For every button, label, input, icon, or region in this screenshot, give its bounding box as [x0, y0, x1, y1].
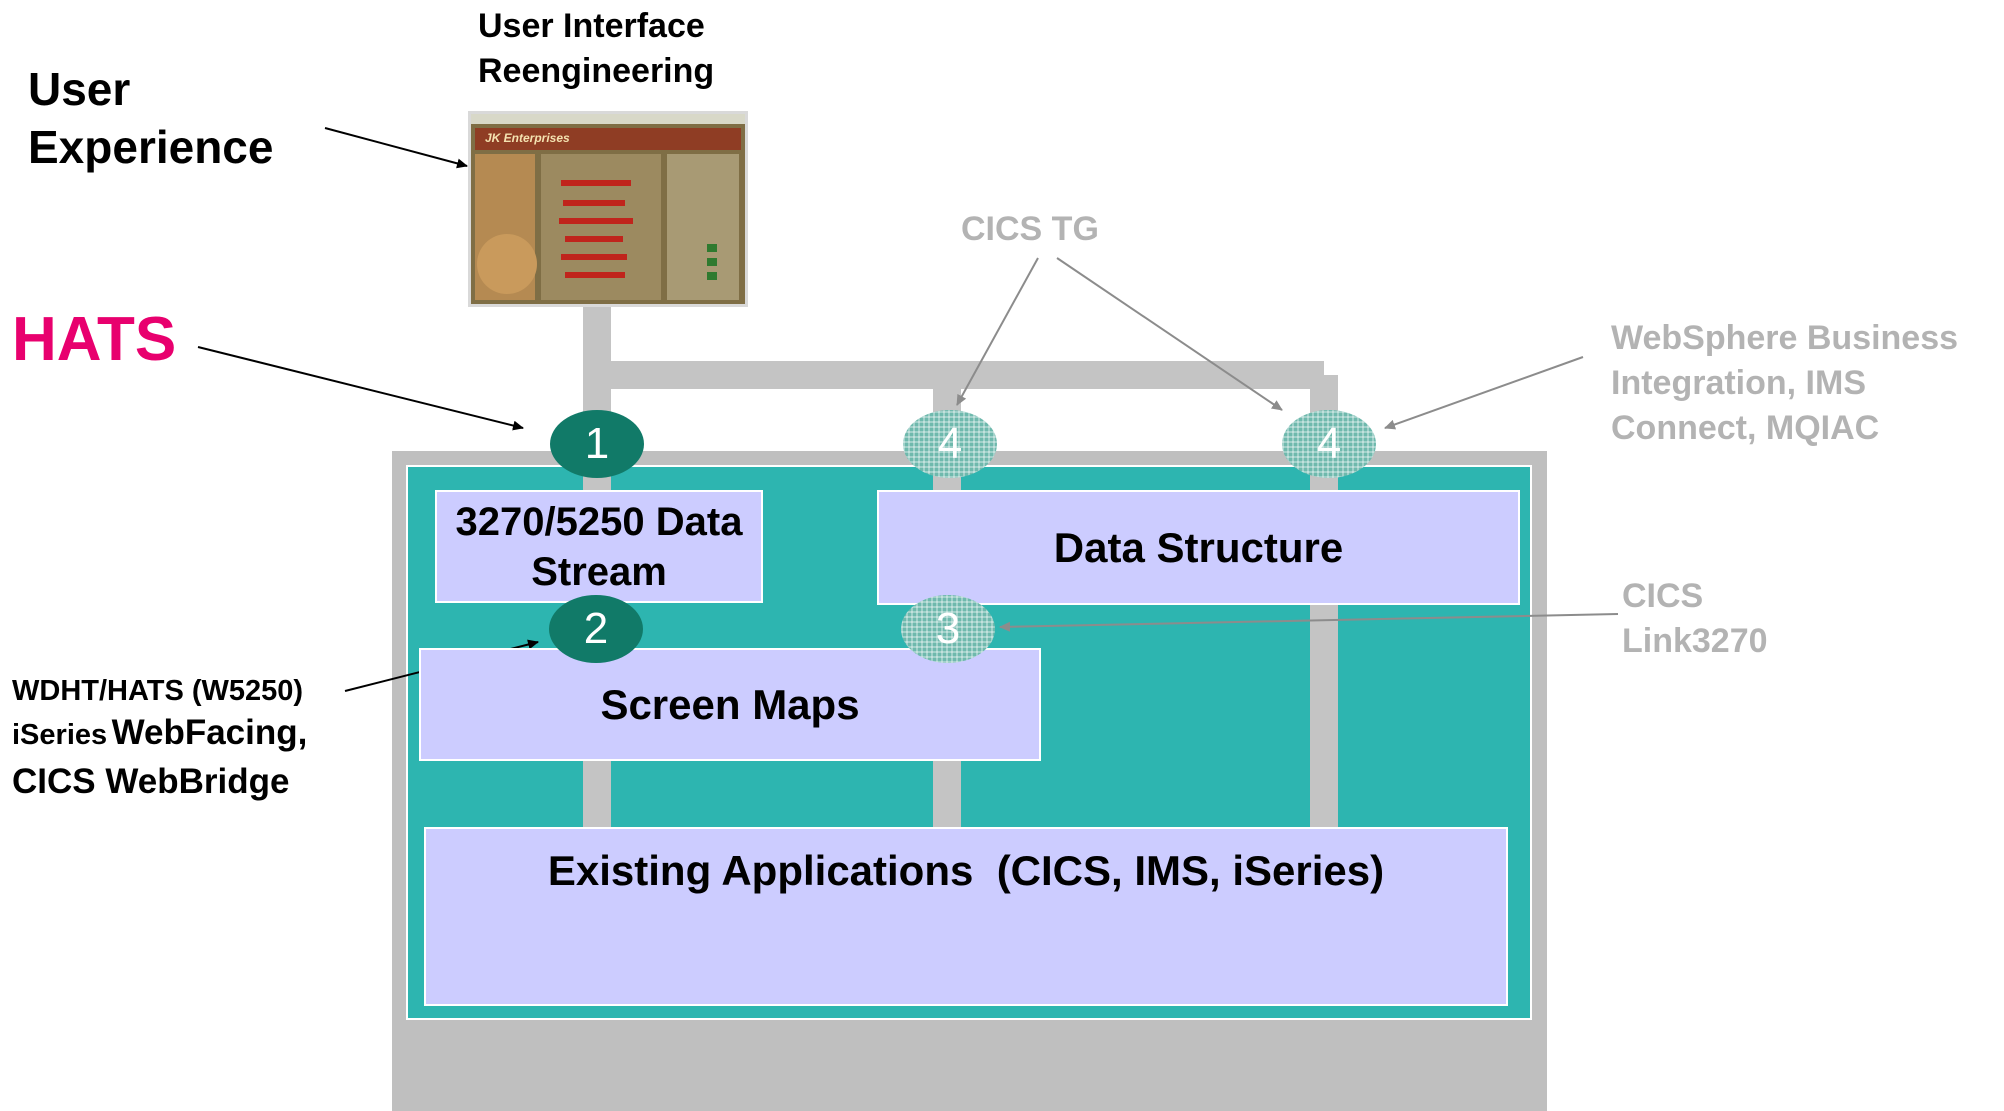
- cics-tg-label: CICS TG: [961, 210, 1099, 248]
- existing-apps-box: Existing Applications (CICS, IMS, iSerie…: [424, 827, 1508, 1006]
- wdht-line-2: iSeries WebFacing,: [12, 712, 342, 761]
- data-stream-box: 3270/5250 Data Stream: [435, 490, 763, 603]
- node-4-left: 4: [903, 410, 997, 478]
- node-1: 1: [550, 410, 644, 478]
- ui-screenshot-thumbnail: JK Enterprises: [468, 111, 748, 307]
- arrow-cics-tg-2: [1056, 257, 1283, 411]
- screen-maps-box: Screen Maps: [419, 648, 1041, 761]
- websphere-label: WebSphere Business Integration, IMS Conn…: [1611, 319, 1959, 447]
- arrow-websphere: [1384, 356, 1584, 430]
- node-4-right: 4: [1282, 410, 1376, 478]
- node-2: 2: [549, 595, 643, 663]
- arrow-cics-link: [999, 613, 1619, 632]
- wdht-webfacing: WebFacing,: [111, 713, 308, 752]
- arrow-user-experience: [324, 127, 468, 169]
- arrow-cics-tg-1: [956, 257, 1039, 406]
- thumbnail-title: JK Enterprises: [485, 131, 570, 145]
- existing-apps-label: Existing Applications (CICS, IMS, iSerie…: [547, 847, 1385, 894]
- hats-label: HATS: [12, 305, 177, 374]
- wdht-line-1: WDHT/HATS (W5250): [12, 675, 304, 707]
- wdht-iseries: iSeries: [12, 719, 108, 751]
- arrow-hats: [197, 346, 524, 431]
- node-3: 3: [901, 595, 995, 663]
- cics-link-label: CICS Link3270: [1622, 577, 1768, 660]
- user-interface-label: User Interface Reengineering: [478, 7, 715, 90]
- wdht-line-3: CICS WebBridge: [12, 762, 290, 801]
- data-structure-box: Data Structure: [877, 490, 1520, 605]
- wdht-label: WDHT/HATS (W5250) iSeries WebFacing, CIC…: [12, 670, 342, 803]
- thumbnail-art: [471, 114, 745, 304]
- user-experience-label: User Experience: [28, 63, 274, 173]
